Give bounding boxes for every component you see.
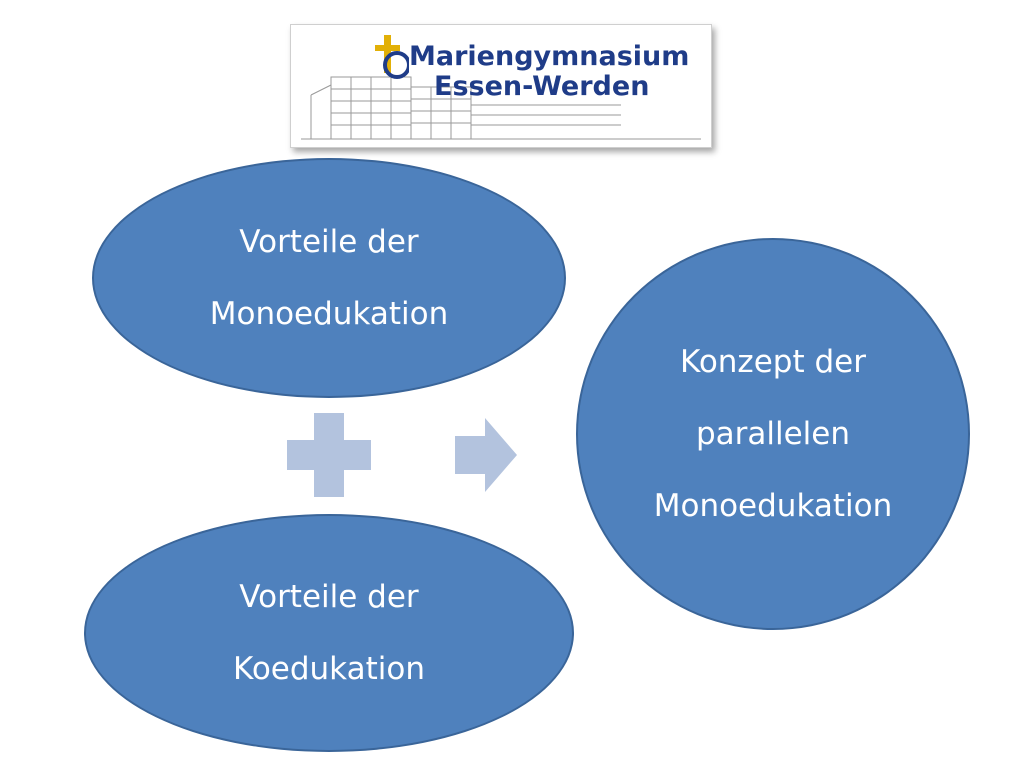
node-label-line: Konzept der [680,344,866,380]
logo-line-1: Mariengymnasium [409,41,690,72]
node-label-line: Monoedukation [209,296,449,332]
node-label-line: parallelen [695,416,851,452]
node-vorteile-monoedukation: Vorteile der Monoedukation [92,158,566,398]
school-logo: Mariengymnasium Essen-Werden [290,24,712,148]
node-label-line: Monoedukation [653,488,893,524]
building-sketch-icon [301,76,701,140]
node-vorteile-koedukation: Vorteile der Koedukation [84,514,574,752]
node-label-line: Vorteile der [239,224,419,260]
cross-icon [375,35,409,79]
arrow-right-icon [455,418,517,492]
node-label-line: Koedukation [233,651,425,687]
logo-line-2: Essen-Werden [434,71,650,102]
node-label-line: Vorteile der [239,579,419,615]
plus-icon [287,413,371,497]
node-konzept-parallele-monoedukation: Konzept der parallelen Monoedukation [576,238,970,630]
